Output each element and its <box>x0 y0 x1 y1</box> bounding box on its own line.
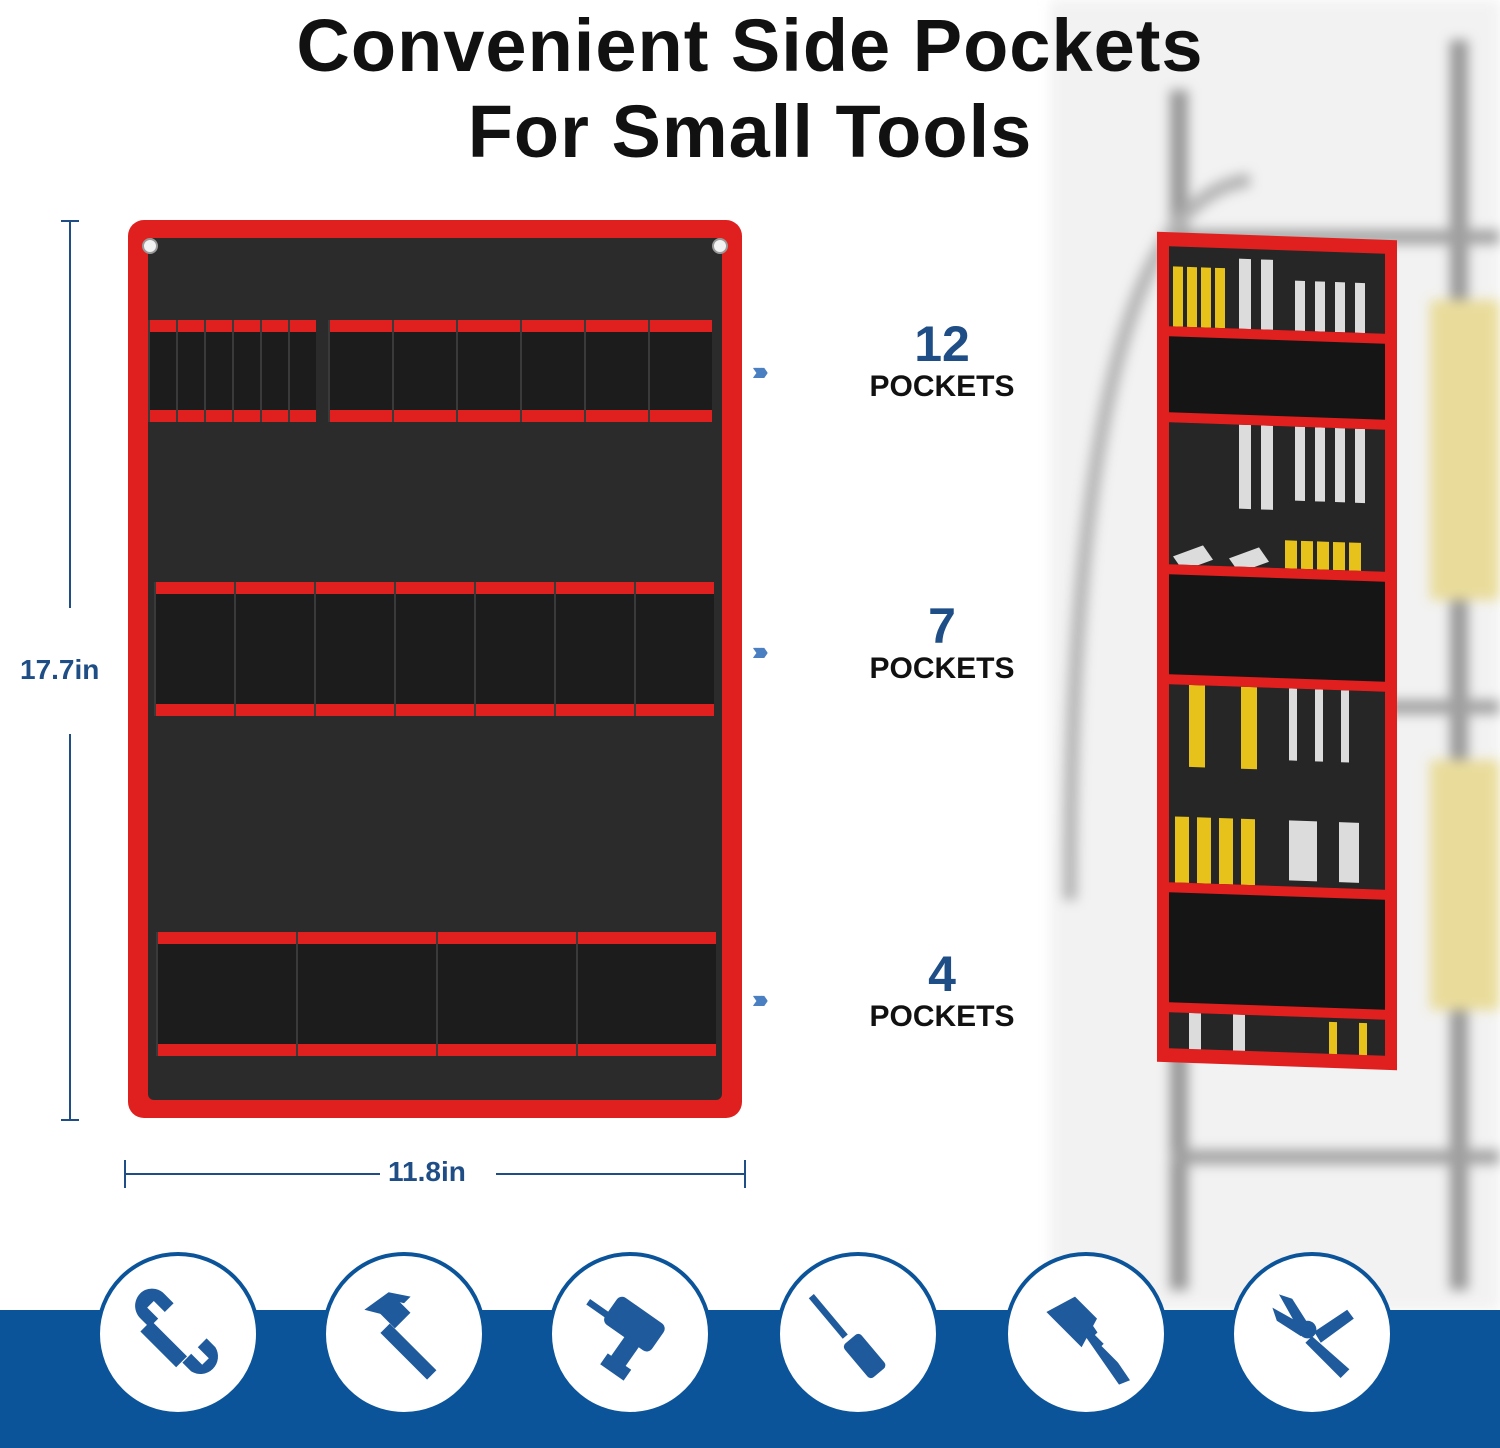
pocket <box>394 582 474 716</box>
headline-line-1: Convenient Side Pockets <box>296 4 1204 87</box>
pocket-count-label: POCKETS <box>869 652 1015 685</box>
pocket <box>520 320 584 422</box>
chevrons-arrow-icon: ›››› <box>752 984 768 1014</box>
height-dimension-line-top <box>69 220 71 608</box>
pocket <box>296 932 436 1056</box>
screw-icon <box>1004 1252 1168 1416</box>
pocket <box>314 582 394 716</box>
drill-icon <box>548 1252 712 1416</box>
pocket <box>456 320 520 422</box>
photo-pocket-row-4 <box>1169 882 1385 1020</box>
headline-line-2: For Small Tools <box>467 90 1033 173</box>
pocket-count-row-2: 7 POCKETS <box>862 600 1022 686</box>
pocket-count-number: 7 <box>928 598 956 654</box>
pocket <box>392 320 456 422</box>
pocket <box>288 320 316 422</box>
screwdriver-icon <box>776 1252 940 1416</box>
width-dimension-line-left <box>124 1173 380 1175</box>
pocket <box>148 320 176 422</box>
pocket-row-7 <box>154 582 714 716</box>
pocket <box>436 932 576 1056</box>
pliers-icon <box>1230 1252 1394 1416</box>
wrench-icon <box>96 1252 260 1416</box>
photo-fabric <box>1169 246 1385 1056</box>
pocket-count-row-3: 4 POCKETS <box>862 948 1022 1034</box>
pocket <box>156 932 296 1056</box>
pocket <box>260 320 288 422</box>
width-dimension-label: 11.8in <box>388 1156 466 1187</box>
grommet-left <box>142 238 158 254</box>
hammer-icon <box>322 1252 486 1416</box>
pocket <box>176 320 204 422</box>
pocket <box>554 582 634 716</box>
height-dimension-line-bottom <box>69 734 71 1120</box>
pocket <box>234 582 314 716</box>
width-dimension-line-right <box>496 1173 746 1175</box>
pocket <box>576 932 716 1056</box>
grommet-right <box>712 238 728 254</box>
chevrons-arrow-icon: ›››› <box>752 356 768 386</box>
pocket <box>584 320 648 422</box>
width-dimension-cap-right <box>744 1160 746 1188</box>
pocket-count-label: POCKETS <box>869 370 1015 403</box>
height-dimension-cap-bottom <box>61 1119 79 1121</box>
pocket-count-number: 4 <box>928 946 956 1002</box>
pocket <box>328 320 392 422</box>
photo-pocket-row-12 <box>1169 326 1385 430</box>
tool-roll-organizer <box>128 220 742 1118</box>
chevrons-arrow-icon: ›››› <box>752 636 768 666</box>
pocket <box>648 320 712 422</box>
background-shelf-photo <box>1050 0 1500 1310</box>
pocket <box>154 582 234 716</box>
height-dimension-label: 17.7in <box>20 654 100 685</box>
pocket-row-12 <box>148 320 712 422</box>
pocket <box>232 320 260 422</box>
organizer-with-tools-photo <box>1157 231 1397 1071</box>
pocket <box>634 582 714 716</box>
pocket-count-row-1: 12 POCKETS <box>862 318 1022 404</box>
pocket-count-label: POCKETS <box>869 1000 1015 1033</box>
photo-pocket-row-7 <box>1169 564 1385 692</box>
pocket-row-4 <box>156 932 716 1056</box>
pocket <box>204 320 232 422</box>
pocket-count-number: 12 <box>914 316 970 372</box>
pocket <box>474 582 554 716</box>
